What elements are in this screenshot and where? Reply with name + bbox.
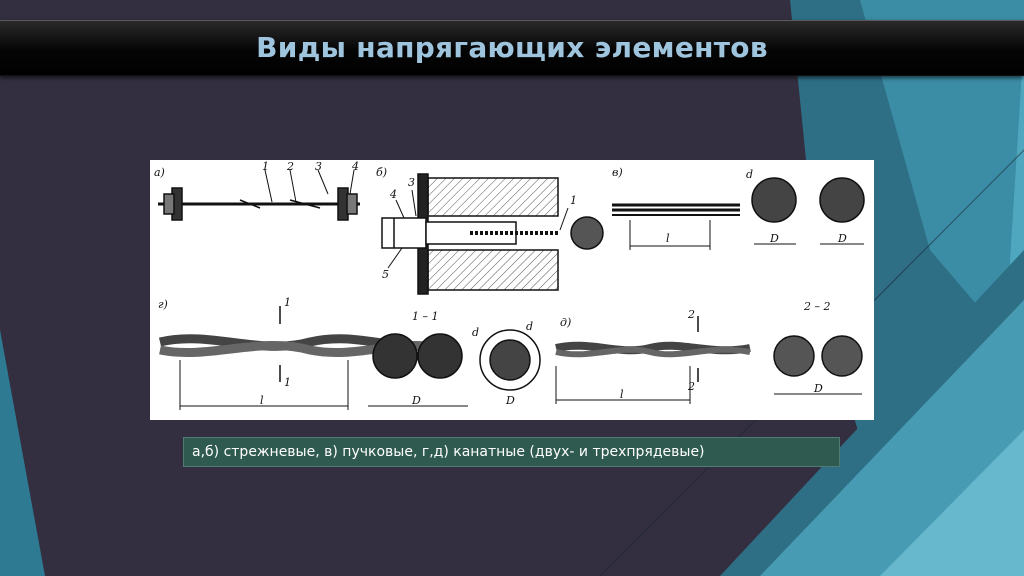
- title-bar: Виды напрягающих элементов: [0, 20, 1024, 76]
- section-mark-2-bottom: 2: [687, 380, 695, 393]
- section-mark-1-top: 1: [284, 296, 291, 309]
- dim-d-g2: d: [526, 320, 533, 333]
- bg-shape-bottom-pale: [880, 430, 1024, 576]
- section-mark-1-bottom: 1: [284, 376, 291, 389]
- callout-b5: 5: [382, 268, 389, 281]
- callout-b1: 1: [570, 194, 577, 207]
- dim-l-d: l: [620, 388, 624, 401]
- callout-b3: 3: [408, 176, 415, 189]
- tendon-types-figure: а) б) в) г) д) 1 2 3 4 3 4 5 1 1 1 1 – 1…: [150, 160, 874, 420]
- callout-b4: 4: [389, 188, 397, 201]
- dim-D-g: D: [411, 394, 421, 407]
- dim-l-v: l: [666, 232, 670, 245]
- callout-4: 4: [351, 160, 359, 173]
- dim-D-d: D: [813, 382, 823, 395]
- dim-D-v2: D: [837, 232, 847, 245]
- figure-caption: а,б) стрежневые, в) пучковые, г,д) канат…: [192, 444, 705, 460]
- callout-1: 1: [262, 160, 269, 173]
- section-mark-2-top: 2: [687, 308, 695, 321]
- panel-label-a: а): [154, 166, 165, 179]
- dim-l-g: l: [260, 394, 264, 407]
- panel-label-v: в): [612, 166, 623, 179]
- technical-drawing: а) б) в) г) д) 1 2 3 4 3 4 5 1 1 1 1 – 1…: [154, 160, 865, 410]
- dim-D-v1: D: [769, 232, 779, 245]
- dim-d-v: d: [746, 168, 753, 181]
- callout-2: 2: [286, 160, 294, 173]
- panel-label-d: д): [560, 316, 571, 329]
- section-label-2-2: 2 – 2: [803, 300, 831, 313]
- dim-d-g: d: [472, 326, 479, 339]
- callout-3: 3: [315, 160, 322, 173]
- caption-box: а,б) стрежневые, в) пучковые, г,д) канат…: [183, 437, 840, 467]
- slide-title: Виды напрягающих элементов: [256, 31, 768, 64]
- dim-D-g2: D: [505, 394, 515, 407]
- panel-label-b: б): [376, 166, 387, 179]
- bg-shape-right-light: [860, 0, 1024, 360]
- section-label-1-1: 1 – 1: [412, 310, 439, 323]
- panel-label-g: г): [158, 298, 168, 311]
- bg-shape-left: [0, 330, 45, 576]
